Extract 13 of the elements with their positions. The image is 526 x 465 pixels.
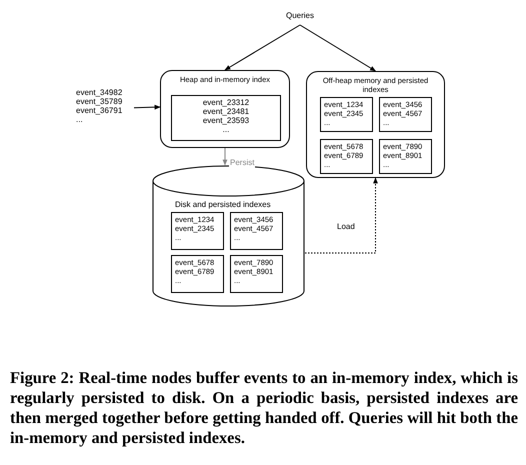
edge-label: Persist bbox=[229, 157, 256, 169]
arrow bbox=[224, 24, 300, 70]
arrow bbox=[300, 24, 376, 72]
node-label: Queries bbox=[278, 10, 322, 25]
arrow bbox=[222, 148, 228, 166]
rounded-box bbox=[160, 70, 290, 148]
arrow bbox=[134, 104, 161, 110]
figure-caption: Figure 2: Real-time nodes buffer events to an in-memory index, which is regularly persisted to disk. On a periodic basis, persisted indexes are then merged together before getting handed off. Queries will hit both the in-memory and persisted indexes. bbox=[10, 368, 518, 448]
event-list: event_34982 event_35789 event_36791 ... bbox=[76, 88, 134, 132]
node-title: Disk and persisted indexes bbox=[175, 199, 271, 211]
rounded-box bbox=[306, 71, 445, 178]
index-box: event_23312 event_23481 event_23593 ... bbox=[171, 95, 281, 141]
arrow bbox=[304, 177, 378, 254]
